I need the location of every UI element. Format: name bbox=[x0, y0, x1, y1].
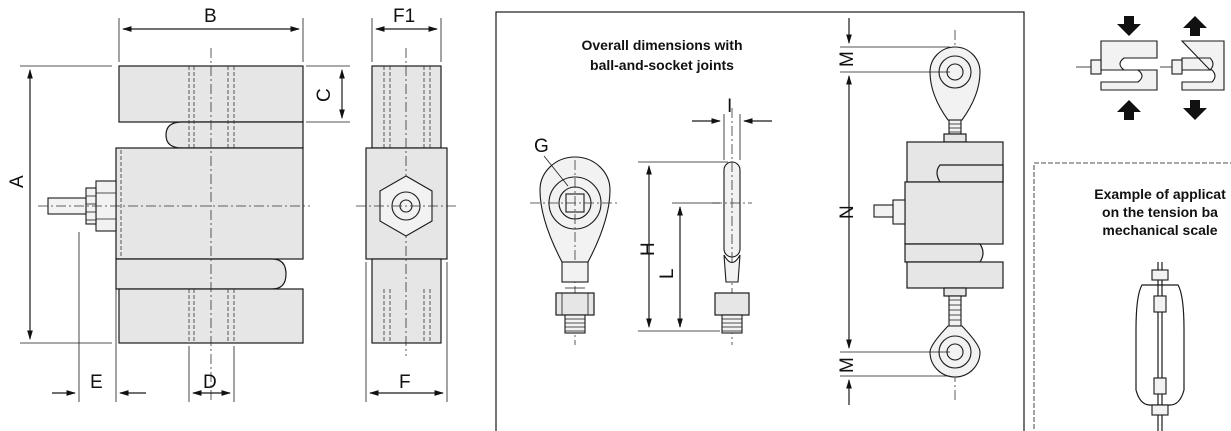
dim-label-b: B bbox=[204, 6, 217, 27]
rod-end-side bbox=[638, 108, 772, 345]
joints-caption-line1: Overall dimensions with bbox=[581, 37, 742, 53]
front-view bbox=[20, 18, 350, 402]
compression-load-icon bbox=[1076, 16, 1158, 120]
dim-label-d: D bbox=[203, 372, 217, 393]
tension-bar-example bbox=[1135, 262, 1185, 431]
application-panel-frame bbox=[1033, 162, 1231, 431]
dim-label-n: N bbox=[837, 205, 858, 219]
dim-label-c: C bbox=[314, 88, 335, 102]
application-caption-line2: on the tension ba bbox=[1102, 204, 1218, 220]
rod-end-front bbox=[530, 156, 620, 345]
side-view bbox=[356, 18, 456, 402]
dim-label-m-top: M bbox=[837, 51, 858, 67]
dim-label-a: A bbox=[7, 175, 28, 188]
dim-label-e: E bbox=[90, 372, 103, 393]
dim-label-h: H bbox=[638, 242, 659, 256]
dim-label-g: G bbox=[534, 136, 549, 157]
dim-label-f1: F1 bbox=[393, 6, 415, 27]
cell-assembly bbox=[840, 18, 1004, 405]
tension-load-icon bbox=[1160, 16, 1225, 120]
dim-label-m-bottom: M bbox=[837, 357, 858, 373]
dim-label-l: L bbox=[657, 268, 678, 279]
joints-caption-line2: ball-and-socket joints bbox=[590, 57, 734, 73]
dim-label-i: I bbox=[727, 96, 732, 117]
application-caption-line1: Example of applicat bbox=[1094, 186, 1226, 202]
joints-panel-frame bbox=[495, 11, 1025, 431]
application-caption-line3: mechanical scale bbox=[1102, 222, 1217, 238]
dim-label-f: F bbox=[399, 372, 411, 393]
